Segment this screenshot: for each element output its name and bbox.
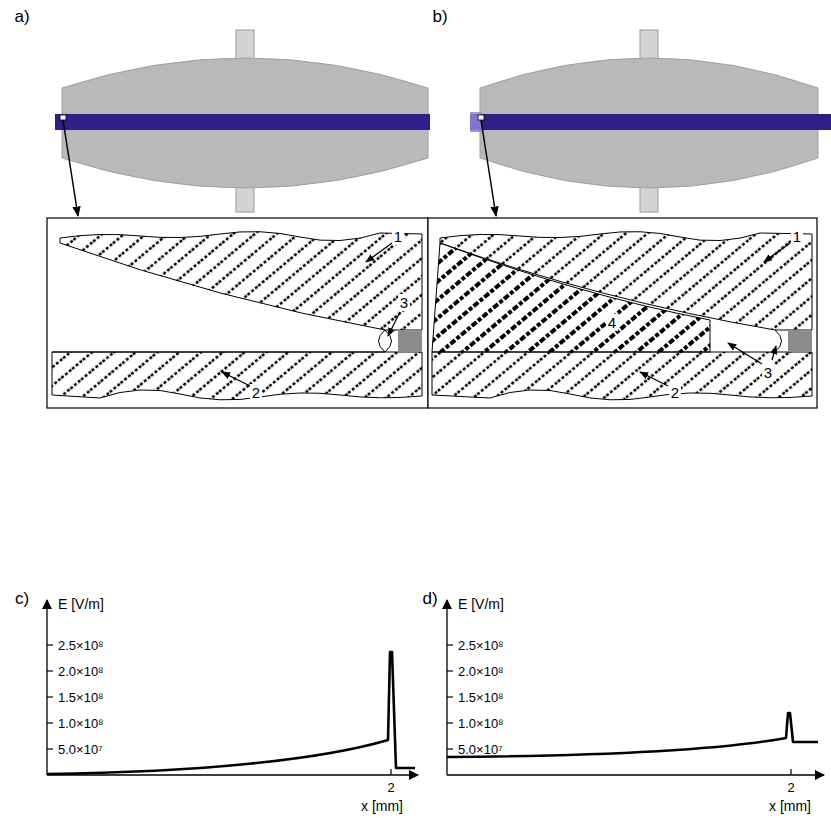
callout-number: 3 [398, 294, 410, 311]
axis-title: E [V/m] [458, 597, 504, 611]
tick-label: 2 [387, 781, 394, 794]
tick-label: 2.5×10⁸ [58, 639, 104, 652]
chart-c [47, 600, 418, 775]
callout-number: 4 [606, 314, 618, 331]
insulator-a [55, 30, 430, 216]
panel-letter: a) [14, 8, 29, 25]
tick-label: 2.0×10⁸ [58, 665, 104, 678]
tick-label: 1.5×10⁸ [458, 691, 504, 704]
callout-number: 1 [791, 228, 803, 245]
tick-label: 5.0×10⁷ [58, 743, 103, 756]
tick-label: 1.0×10⁸ [458, 717, 504, 730]
panel-letter: c) [15, 590, 29, 607]
panel-letter: d) [422, 590, 437, 607]
tick-label: 2.5×10⁸ [458, 639, 504, 652]
tick-label: 2.0×10⁸ [458, 665, 504, 678]
callout-number: 2 [250, 384, 262, 401]
axis-title: x [mm] [361, 799, 403, 813]
tick-label: 5.0×10⁷ [458, 743, 503, 756]
panel-letter: b) [432, 8, 447, 25]
tick-label: 1.0×10⁸ [58, 717, 104, 730]
axis-title: E [V/m] [58, 597, 104, 611]
axis-title: x [mm] [769, 799, 811, 813]
chart-d [447, 600, 824, 775]
tick-label: 1.5×10⁸ [58, 691, 104, 704]
insulator-b [470, 30, 831, 216]
callout-number: 2 [669, 384, 681, 401]
zoom-a [47, 218, 428, 408]
tick-label: 2 [787, 781, 794, 794]
zoom-b [428, 218, 817, 408]
callout-number: 1 [392, 228, 404, 245]
callout-number: 3 [762, 364, 774, 381]
